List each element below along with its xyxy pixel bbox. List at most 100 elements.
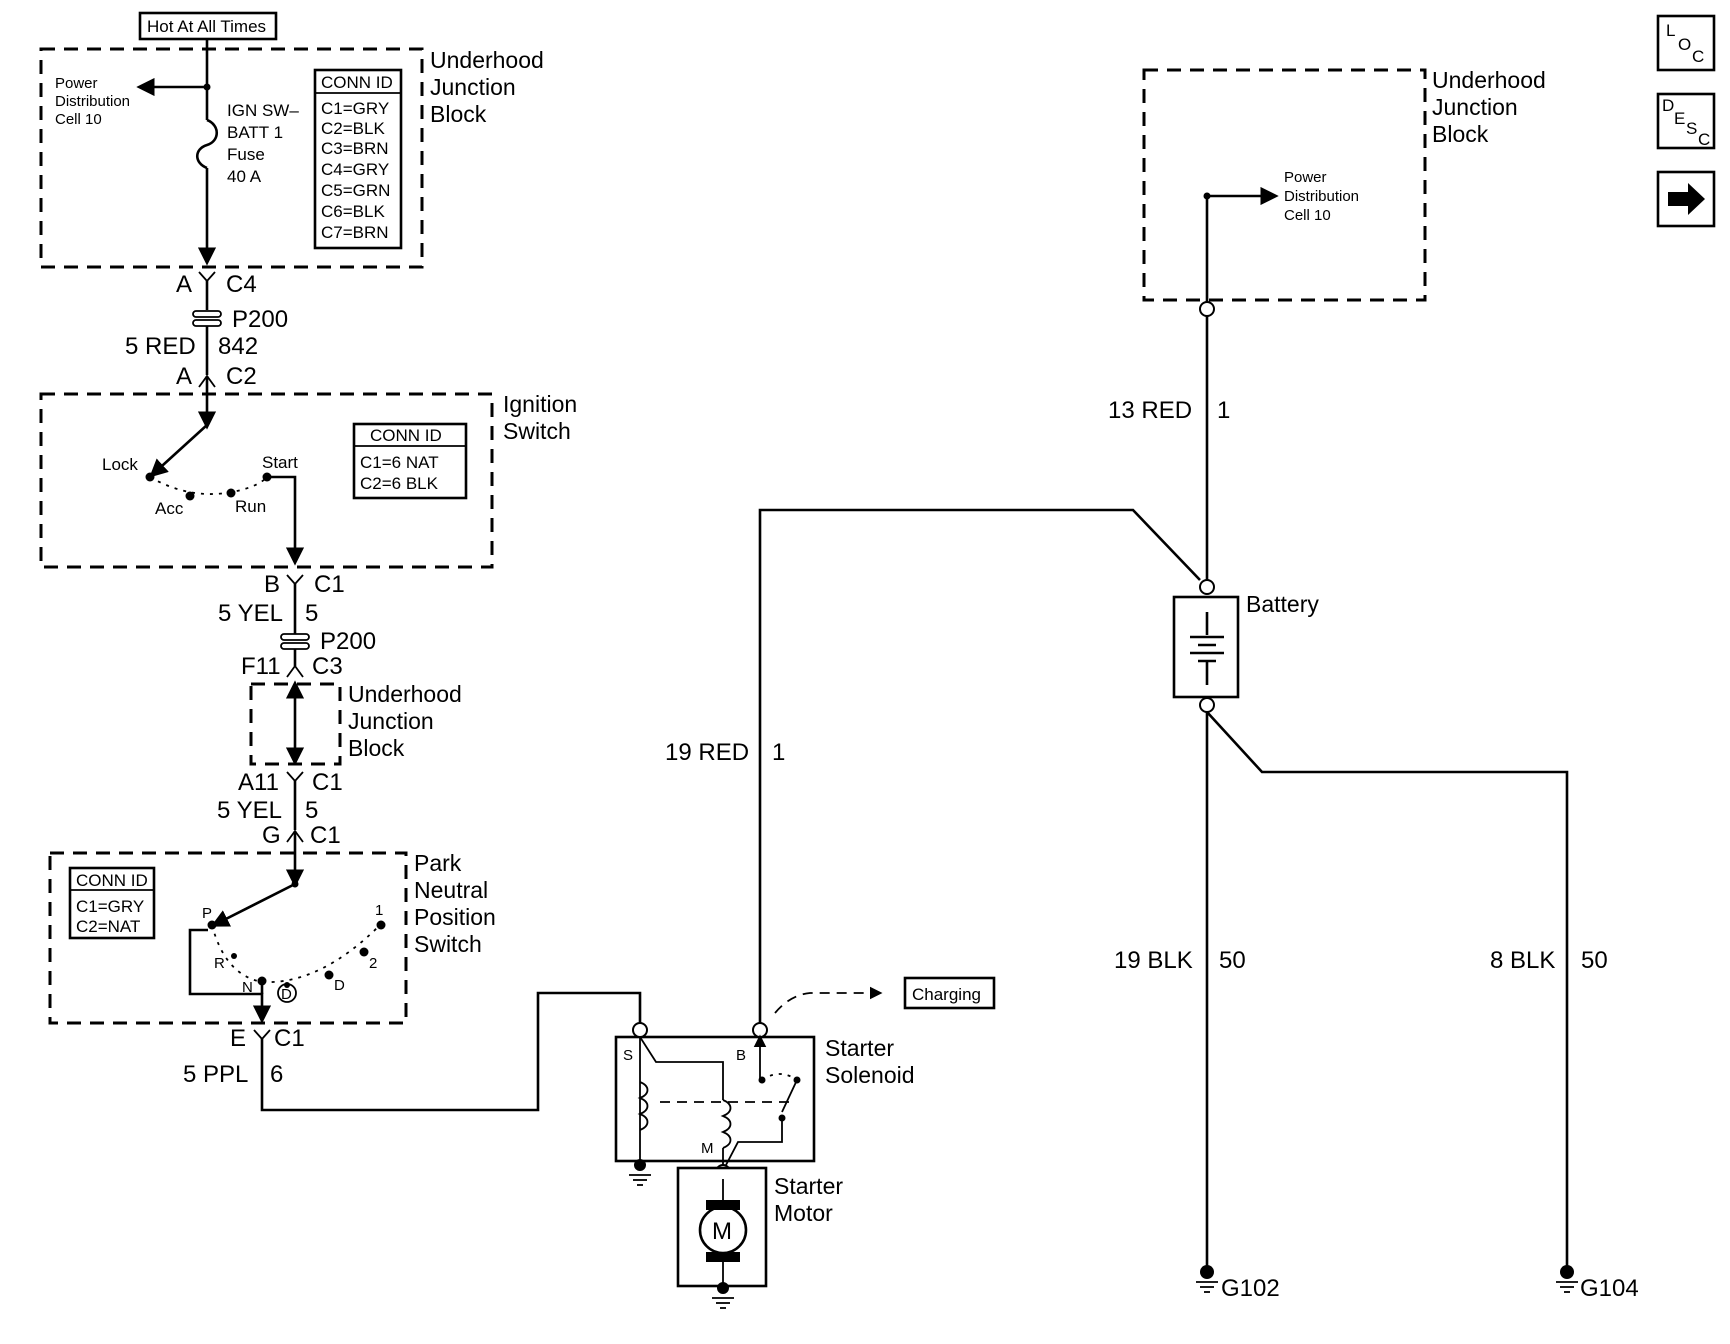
underhood-junction-block-top-left: Underhood Junction Block Power Distribut… [39,47,544,269]
wire-label-19blk-50: 19 BLK 50 [1114,947,1246,974]
ign-pos-acc: Acc [155,499,184,518]
ujb-r-power-1: Power [1284,169,1327,186]
loc-letter-c: C [1692,47,1704,66]
svg-text:8 BLK: 8 BLK [1490,947,1555,974]
svg-text:C6=BLK: C6=BLK [321,202,385,221]
pnp-title-4: Switch [414,931,482,957]
ujb-r-power-3: Cell 10 [1284,207,1331,224]
svg-text:C2=BLK: C2=BLK [321,119,385,138]
svg-text:5 RED: 5 RED [125,333,196,360]
conn-id-table-ujb: CONN ID C1=GRY C2=BLK C3=BRN C4=GRY C5=G… [313,68,403,250]
ujb-r-title-2: Junction [1432,94,1518,120]
svg-text:A: A [176,271,192,298]
ignition-switch-block: Ignition Switch Lock Acc Run Start CONN … [39,391,577,569]
svg-text:5 YEL: 5 YEL [217,797,282,824]
svg-text:C2=6 BLK: C2=6 BLK [360,474,439,493]
svg-text:50: 50 [1581,947,1608,974]
svg-text:Hot At All Times: Hot At All Times [147,17,266,36]
svg-text:C2: C2 [226,363,257,390]
svg-text:C7=BRN: C7=BRN [321,223,389,242]
ujb-tl-power-1: Power [55,75,98,92]
pnp-title-3: Position [414,904,496,930]
desc-letter-d: D [1662,96,1674,115]
wire-label-5red-842: 5 RED 842 [125,333,258,360]
svg-text:C1: C1 [312,769,343,796]
solenoid-s-terminal [632,1022,648,1038]
wire-8blk [1206,711,1569,1266]
pnp-title-1: Park [414,850,462,876]
ign-pos-lock: Lock [102,455,138,474]
svg-text:50: 50 [1219,947,1246,974]
svg-text:B: B [264,571,280,598]
solenoid-title-2: Solenoid [825,1062,915,1088]
svg-text:G: G [262,822,281,849]
ujb-tl-title-3: Block [430,101,487,127]
solenoid-term-s: S [623,1047,633,1064]
ground-g102-label: G102 [1221,1275,1280,1302]
pnp-pos-n: N [242,979,253,996]
desc-button[interactable]: D E S C [1656,92,1716,150]
starter-motor: M Starter Motor [676,1164,843,1309]
left-feed-wire [136,39,219,266]
svg-text:5 YEL: 5 YEL [218,600,283,627]
park-neutral-position-switch: Park Neutral Position Switch CONN ID C1=… [48,850,496,1025]
ujb-mid-title-1: Underhood [348,681,462,707]
connector-a-c2: A C2 [176,363,257,430]
connector-a-c4: A C4 [176,271,257,310]
ign-pos-start: Start [262,453,298,472]
svg-text:1: 1 [772,739,785,766]
next-button[interactable] [1656,170,1716,228]
wire-label-19red-1: 19 RED 1 [665,739,785,766]
desc-letter-e: E [1674,109,1685,128]
battery-neg-terminal [1199,697,1215,713]
ujb-r-terminal [1199,301,1215,317]
motor-symbol-letter: M [712,1218,732,1245]
svg-text:C1: C1 [274,1025,305,1052]
wire-5ppl-to-solenoid [260,991,642,1112]
svg-text:5: 5 [305,797,318,824]
fuse-label-4: 40 A [227,167,262,186]
svg-text:A11: A11 [238,769,279,796]
ujb-tl-title-1: Underhood [430,47,544,73]
svg-text:CONN ID: CONN ID [370,426,442,445]
svg-text:C1=GRY: C1=GRY [321,99,389,118]
ujb-r-power-2: Distribution [1284,188,1359,205]
conn-id-table-pnp: CONN ID C1=GRY C2=NAT [68,866,156,940]
loc-button[interactable]: L O C [1656,14,1716,72]
fuse-label-2: BATT 1 [227,123,283,142]
solenoid-b-terminal [752,1022,768,1038]
svg-text:C4=GRY: C4=GRY [321,160,389,179]
pnp-pos-p: P [202,905,212,922]
ujb-tl-power-2: Distribution [55,93,130,110]
splice-p200-top: P200 [192,306,288,375]
wire-label-5yel-5b: 5 YEL 5 [217,797,318,824]
svg-text:E: E [230,1025,246,1052]
connector-b-c1: B C1 [264,571,345,634]
charging-label: Charging [912,985,981,1004]
ujb-tl-title-2: Junction [430,74,516,100]
loc-letter-o: O [1678,35,1691,54]
pnp-pos-d-circled: D [277,983,297,1003]
ground-g104: G104 [1556,1265,1639,1302]
wire-label-8blk-50: 8 BLK 50 [1490,947,1608,974]
svg-text:C3=BRN: C3=BRN [321,139,389,158]
battery: Battery [1172,579,1319,713]
pnp-pos-2: 2 [369,955,377,972]
svg-text:1: 1 [1217,397,1230,424]
solenoid-title-1: Starter [825,1035,894,1061]
svg-text:C1: C1 [310,822,341,849]
underhood-junction-block-right: Underhood Junction Block Power Distribut… [1142,67,1546,302]
ground-g102: G102 [1196,1265,1280,1302]
svg-text:A: A [176,363,192,390]
fuse-label-1: IGN SW– [227,101,299,120]
charging-link[interactable]: Charging [774,976,996,1014]
ujb-tl-power-3: Cell 10 [55,111,102,128]
svg-text:C5=GRN: C5=GRN [321,181,390,200]
underhood-junction-block-mid: Underhood Junction Block [249,680,462,766]
wire-label-5ppl-6: 5 PPL 6 [183,1061,283,1088]
ujb-r-title-3: Block [1432,121,1489,147]
svg-text:P200: P200 [320,628,376,655]
desc-letter-c: C [1698,130,1710,149]
svg-text:P200: P200 [232,306,288,333]
